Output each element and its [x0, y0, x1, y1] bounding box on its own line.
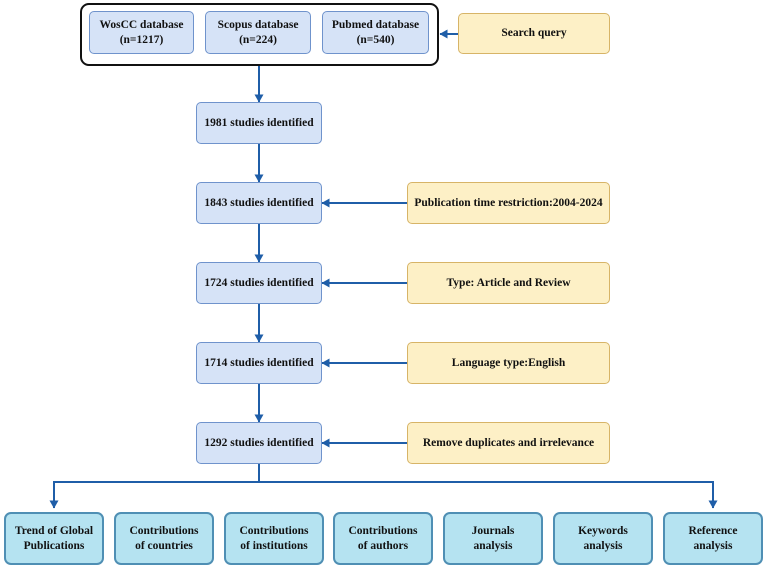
step-1292-label: 1292 studies identified [204, 436, 314, 449]
analysis-countries: Contributions of countries [114, 512, 214, 565]
criterion-type-label: Type: Article and Review [446, 276, 571, 289]
database-pubmed-label: Pubmed database(n=540) [331, 18, 420, 46]
analysis-journals: Journals analysis [443, 512, 543, 565]
step-1292: 1292 studies identified [196, 422, 322, 464]
step-1724-label: 1724 studies identified [204, 276, 314, 289]
criterion-time-restriction-label: Publication time restriction:2004-2024 [414, 196, 603, 209]
analysis-authors: Contributions of authors [333, 512, 433, 565]
analysis-trend: Trend of Global Publications [4, 512, 104, 565]
analysis-journals-label: Journals analysis [471, 524, 515, 552]
criterion-remove-duplicates: Remove duplicates and irrelevance [407, 422, 610, 464]
analysis-institutions: Contributions of institutions [224, 512, 324, 565]
database-wos: WosCC database(n=1217) [89, 11, 194, 54]
analysis-reference-label: Reference analysis [688, 524, 738, 552]
criterion-type: Type: Article and Review [407, 262, 610, 304]
step-1714-label: 1714 studies identified [204, 356, 314, 369]
criterion-remove-duplicates-label: Remove duplicates and irrelevance [422, 436, 595, 449]
step-1981-label: 1981 studies identified [204, 116, 314, 129]
criterion-search-query-label: Search query [501, 27, 567, 40]
analysis-keywords-label: Keywords analysis [578, 524, 628, 552]
database-wos-label: WosCC database(n=1217) [99, 18, 184, 46]
step-1714: 1714 studies identified [196, 342, 322, 384]
analysis-trend-label: Trend of Global Publications [14, 524, 94, 552]
analysis-countries-label: Contributions of countries [129, 524, 199, 552]
analysis-institutions-label: Contributions of institutions [239, 524, 309, 552]
step-1724: 1724 studies identified [196, 262, 322, 304]
step-1843-label: 1843 studies identified [204, 196, 314, 209]
criterion-language: Language type:English [407, 342, 610, 384]
step-1981: 1981 studies identified [196, 102, 322, 144]
database-pubmed: Pubmed database(n=540) [322, 11, 429, 54]
analysis-keywords: Keywords analysis [553, 512, 653, 565]
step-1843: 1843 studies identified [196, 182, 322, 224]
analysis-authors-label: Contributions of authors [348, 524, 418, 552]
criterion-time-restriction: Publication time restriction:2004-2024 [407, 182, 610, 224]
criterion-language-label: Language type:English [451, 356, 566, 369]
database-scopus: Scopus database(n=224) [205, 11, 311, 54]
analysis-reference: Reference analysis [663, 512, 763, 565]
criterion-search-query: Search query [458, 13, 610, 54]
database-scopus-label: Scopus database(n=224) [217, 18, 299, 46]
